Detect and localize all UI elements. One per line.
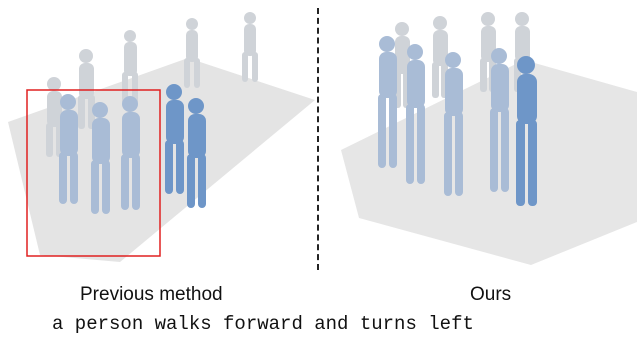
ground-plane <box>341 60 637 265</box>
previous-method-panel <box>0 0 318 270</box>
text-prompt-caption: a person walks forward and turns left <box>52 313 474 335</box>
leading-figures-blue <box>516 56 537 206</box>
ours-panel <box>319 0 637 270</box>
previous-method-label: Previous method <box>80 284 223 305</box>
previous-method-render <box>8 12 315 262</box>
ours-label: Ours <box>470 284 512 305</box>
ours-render <box>341 12 637 265</box>
highlight-box <box>26 89 161 257</box>
middle-row-figures <box>378 36 509 196</box>
leading-figures-blue <box>165 84 206 208</box>
crowded-figures <box>59 94 140 214</box>
panel-divider <box>317 8 319 270</box>
